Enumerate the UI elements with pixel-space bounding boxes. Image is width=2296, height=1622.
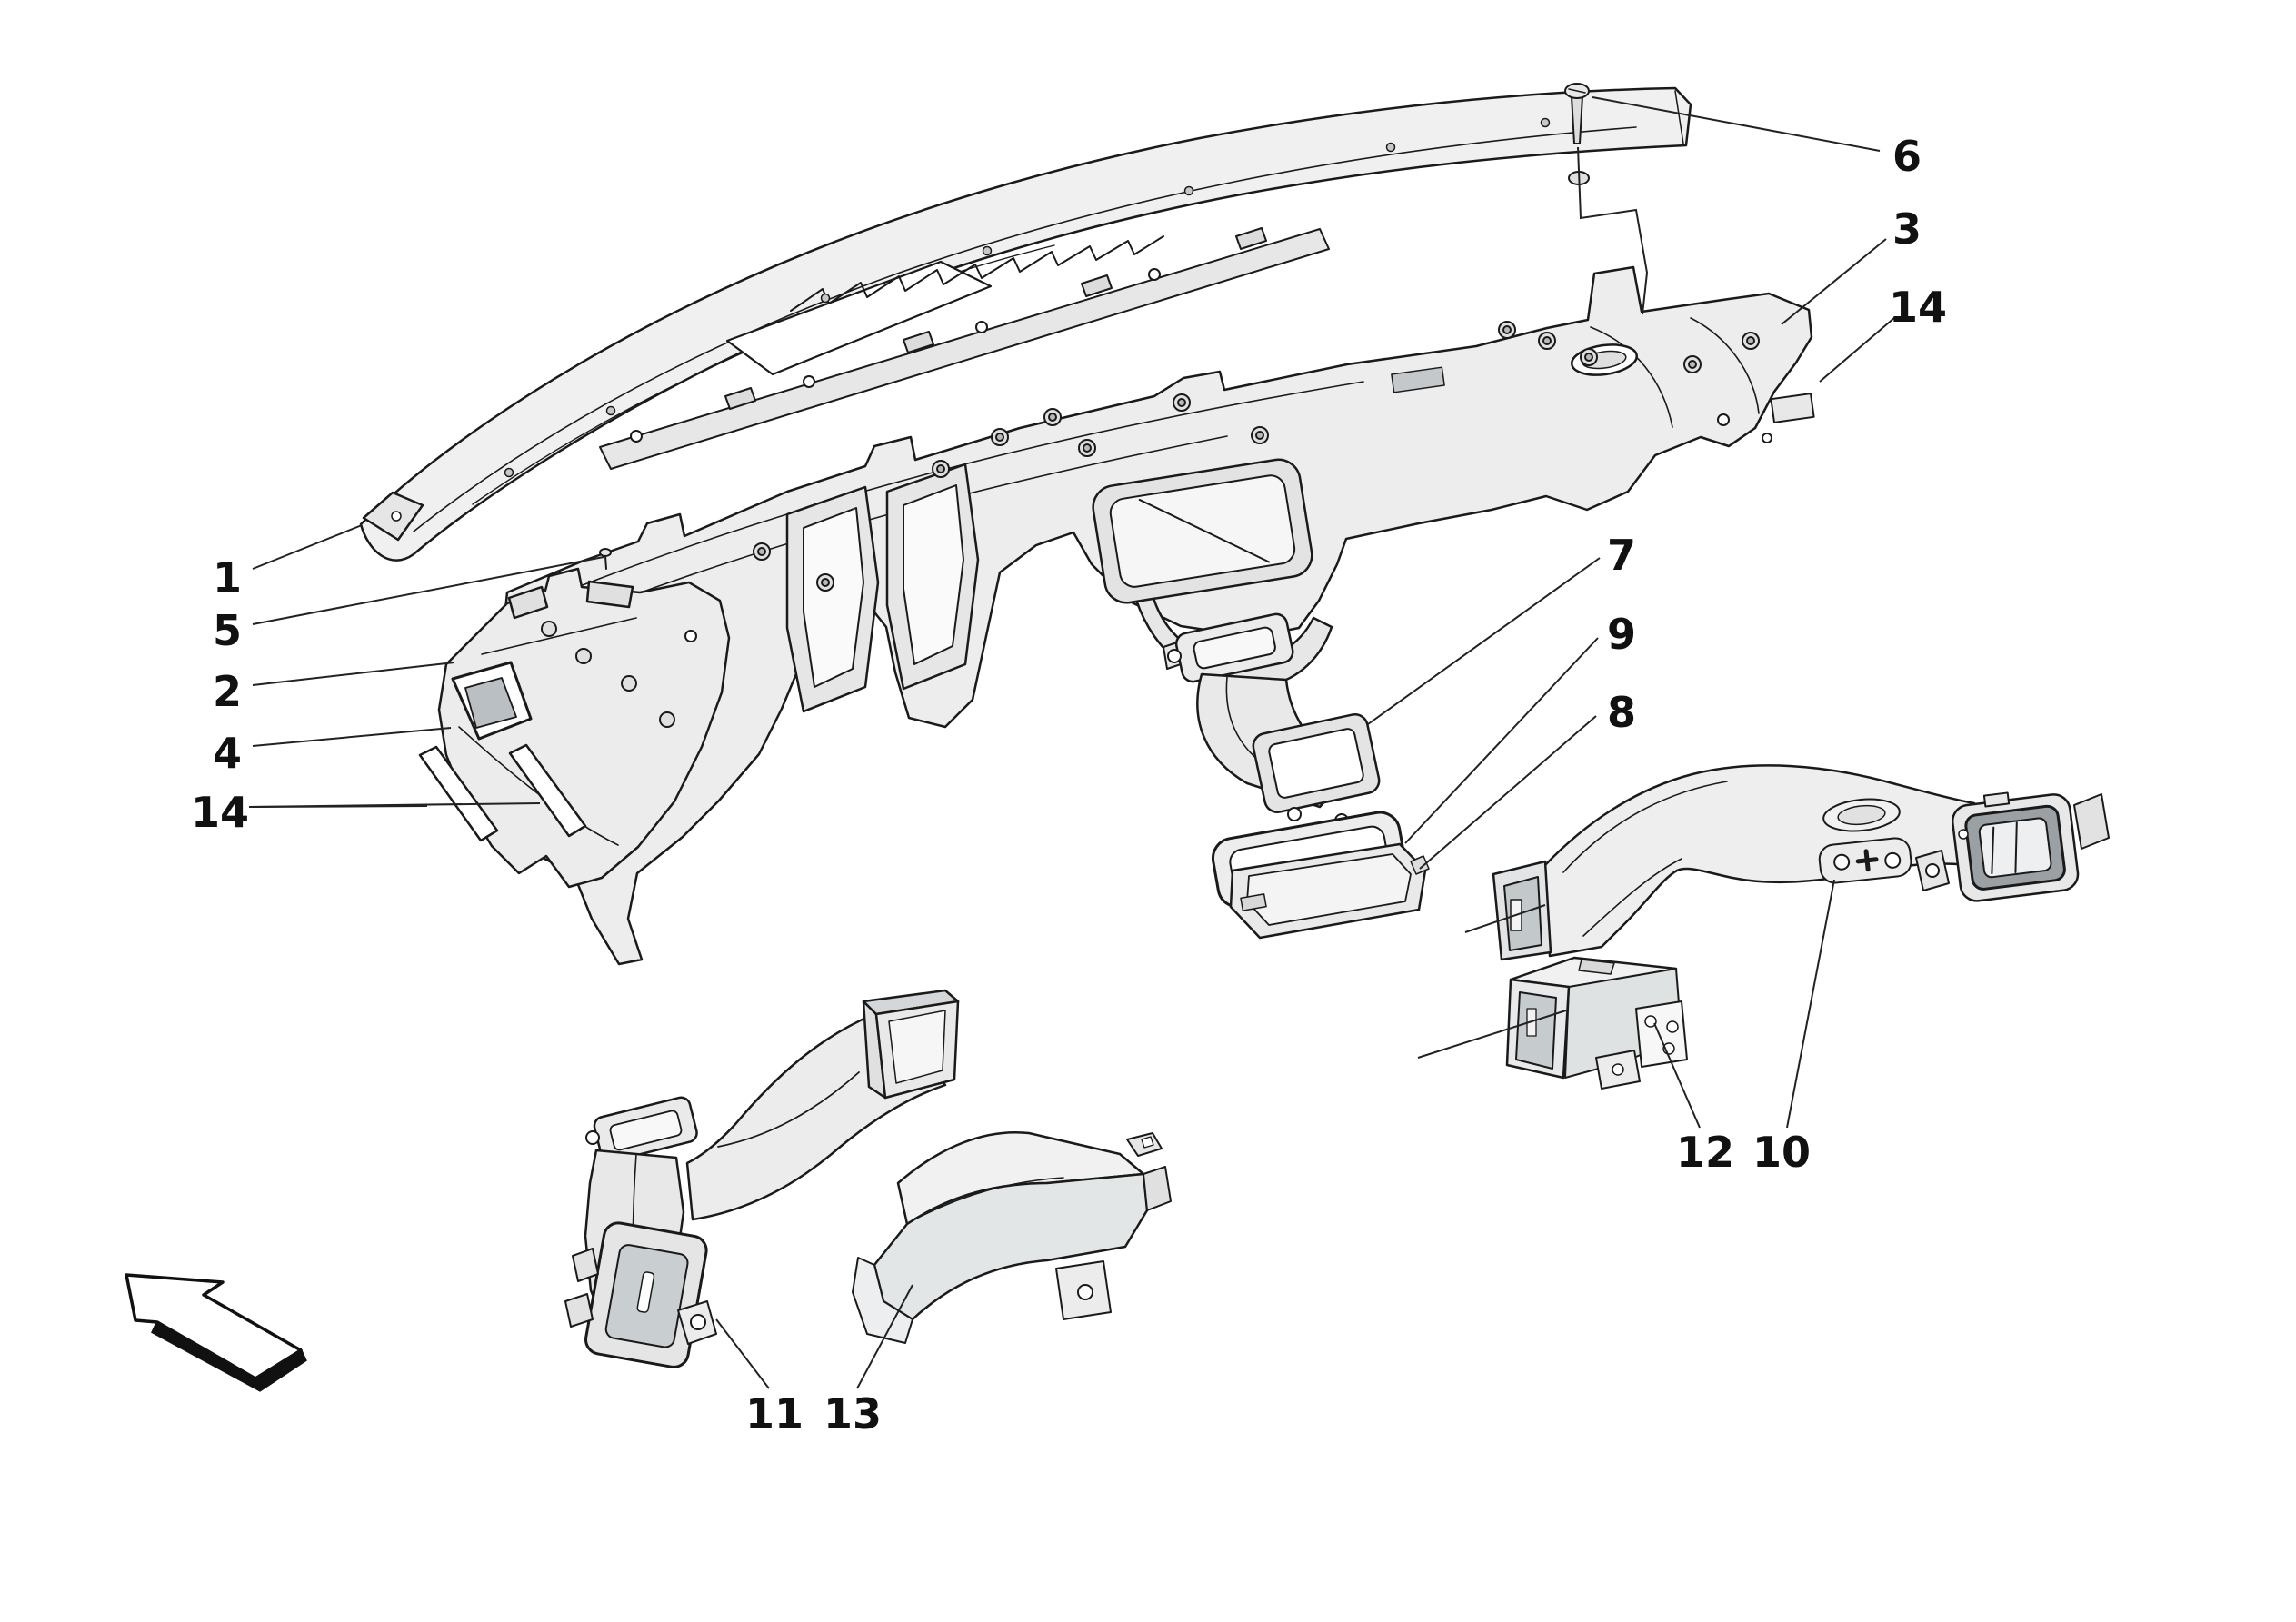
callout-labels: 15 2 4 14 6 3 14 7 9 8 12 10 11 13 [191,96,1947,1438]
part-12-outlet-box [1505,956,1688,1090]
leader-line-14 [248,802,541,808]
part-7-center-duct [1163,612,1381,828]
part-6-screw [1564,83,1590,144]
part-8-lower-tray [1229,842,1430,940]
part-10-right-outlet [1951,791,2080,902]
part-4-vent-bezel [451,661,533,741]
part-1-dashboard-upper-panel [359,86,1692,562]
part-11-bezel [584,1221,708,1368]
part-label-1: 1 [213,553,242,602]
part-label-14: 14 [191,788,249,837]
leader-line-1 [252,524,363,570]
part-13-lateral-duct [852,1131,1172,1344]
leader-line-14 [1819,316,1896,383]
part-14-strips-left [418,743,587,842]
part-label-8: 8 [1607,688,1636,737]
part-label-9: 9 [1607,610,1636,659]
part-10-left-outlet [1492,860,1552,961]
leader-line-6 [1592,96,1881,152]
center-vent-opening [1092,458,1313,604]
leader-line-13 [856,1284,913,1389]
leader-line-2 [252,662,455,686]
leader-line-7 [1367,557,1601,725]
part-label-5: 5 [213,606,242,655]
crossmember-socket-right [885,463,980,691]
leader-line-8 [1419,715,1597,870]
part-10-demister-duct [1492,764,2110,961]
part-label-6: 6 [1892,132,1922,181]
leader-line-11 [715,1318,770,1389]
leader-line-9 [1404,637,1599,844]
part-label-13: 13 [824,1389,882,1438]
part-label-14: 14 [1889,283,1947,332]
leader-line-12 [1653,1022,1701,1129]
connector-line [1417,1010,1567,1059]
part-11-side-duct [564,989,960,1368]
part-label-11: 11 [745,1389,804,1438]
part-label-3: 3 [1892,204,1922,254]
part-label-2: 2 [213,667,242,716]
part-defroster-bar [599,227,1330,470]
leader-line-3 [1781,238,1887,325]
leader-line-4 [252,727,452,747]
part-label-10: 10 [1752,1128,1811,1177]
part-5-pin [599,548,612,570]
connector-lines [1417,146,1649,1059]
direction-arrow [125,1273,307,1392]
connector-line [1577,146,1649,315]
part-label-12: 12 [1676,1128,1734,1177]
part-label-7: 7 [1607,531,1636,580]
leader-line-5 [252,556,604,625]
leader-line-10 [1786,879,1835,1129]
crossmember-socket-left [785,485,880,713]
part-2-cluster-housing [418,548,731,889]
part-label-4: 4 [213,729,242,778]
direction-arrow-face [125,1273,303,1380]
connector-line [1464,904,1546,933]
